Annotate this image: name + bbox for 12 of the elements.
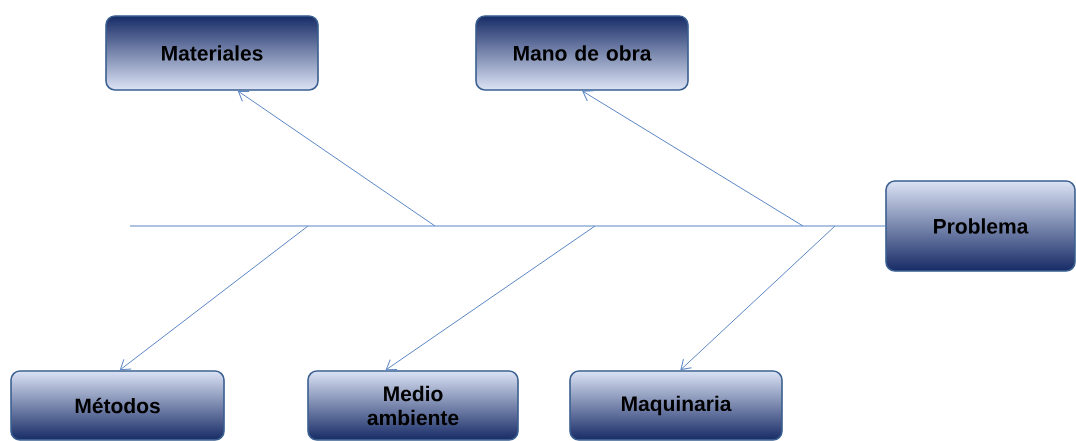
category-box: Maquinaria bbox=[569, 370, 783, 441]
category-box: Problema bbox=[885, 180, 1076, 272]
arrow bbox=[680, 225, 836, 371]
category-box: Métodos bbox=[10, 370, 225, 441]
arrow bbox=[237, 90, 436, 227]
arrow bbox=[385, 225, 596, 371]
category-box: Medio ambiente bbox=[307, 370, 519, 441]
category-box: Materiales bbox=[105, 15, 319, 91]
arrow bbox=[119, 225, 309, 371]
spine-line bbox=[129, 225, 886, 227]
arrow bbox=[582, 90, 804, 227]
category-box: Mano de obra bbox=[475, 15, 689, 91]
